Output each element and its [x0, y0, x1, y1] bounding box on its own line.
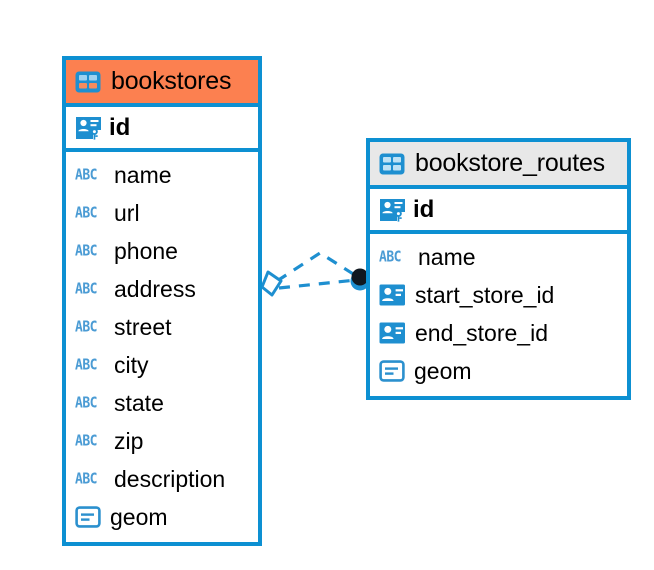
field-row[interactable]: ABC zip — [66, 422, 258, 460]
field-label: start_store_id — [415, 281, 555, 308]
field-row[interactable]: ABC name — [66, 156, 258, 194]
entity-header-bookstore-routes[interactable]: bookstore_routes — [370, 142, 627, 189]
field-label: name — [114, 161, 172, 188]
field-row[interactable]: start_store_id — [370, 276, 627, 314]
abc-text-icon: ABC — [75, 204, 97, 222]
field-row[interactable]: ABC name — [370, 238, 627, 276]
field-label: state — [114, 389, 164, 416]
geometry-icon — [75, 506, 101, 528]
geometry-icon — [379, 360, 405, 382]
field-row[interactable]: geom — [370, 352, 627, 390]
field-row-primary-key[interactable]: id — [370, 189, 627, 234]
abc-text-icon: ABC — [75, 318, 97, 336]
primary-key-icon — [75, 116, 102, 140]
abc-text-icon: ABC — [75, 280, 97, 298]
abc-text-icon: ABC — [75, 394, 97, 412]
abc-text-icon: ABC — [75, 166, 97, 184]
abc-text-icon: ABC — [75, 242, 97, 260]
relationship-line-lower — [278, 278, 357, 290]
field-row[interactable]: ABC description — [66, 460, 258, 498]
field-label: url — [114, 199, 140, 226]
field-row[interactable]: ABC state — [66, 384, 258, 422]
field-label: address — [114, 275, 196, 302]
entity-title: bookstores — [111, 67, 232, 95]
table-icon — [379, 153, 405, 175]
field-row-primary-key[interactable]: id — [66, 107, 258, 152]
primary-key-icon — [379, 198, 406, 222]
field-row[interactable]: end_store_id — [370, 314, 627, 352]
abc-text-icon: ABC — [75, 356, 97, 374]
field-row[interactable]: ABC street — [66, 308, 258, 346]
abc-text-icon: ABC — [75, 432, 97, 450]
abc-text-icon: ABC — [75, 470, 97, 488]
table-icon — [75, 71, 101, 93]
field-label: street — [114, 313, 172, 340]
field-label: name — [418, 243, 476, 270]
zero-or-one-diamond-marker — [260, 270, 283, 297]
abc-text-icon: ABC — [379, 248, 401, 266]
field-label: city — [114, 351, 149, 378]
field-row[interactable]: ABC city — [66, 346, 258, 384]
entity-header-bookstores[interactable]: bookstores — [66, 60, 258, 107]
field-label: zip — [114, 427, 144, 454]
field-row[interactable]: ABC address — [66, 270, 258, 308]
field-row[interactable]: ABC url — [66, 194, 258, 232]
field-label: id — [413, 195, 435, 223]
field-label: geom — [110, 503, 168, 530]
relationship-line-upper — [276, 251, 359, 283]
foreign-key-icon — [379, 284, 406, 306]
field-row[interactable]: geom — [66, 498, 258, 536]
field-label: end_store_id — [415, 319, 548, 346]
field-label: geom — [414, 357, 472, 384]
field-row[interactable]: ABC phone — [66, 232, 258, 270]
foreign-key-icon — [379, 322, 406, 344]
entity-title: bookstore_routes — [415, 149, 605, 177]
field-label: description — [114, 465, 226, 492]
field-label: id — [109, 113, 131, 141]
field-label: phone — [114, 237, 178, 264]
